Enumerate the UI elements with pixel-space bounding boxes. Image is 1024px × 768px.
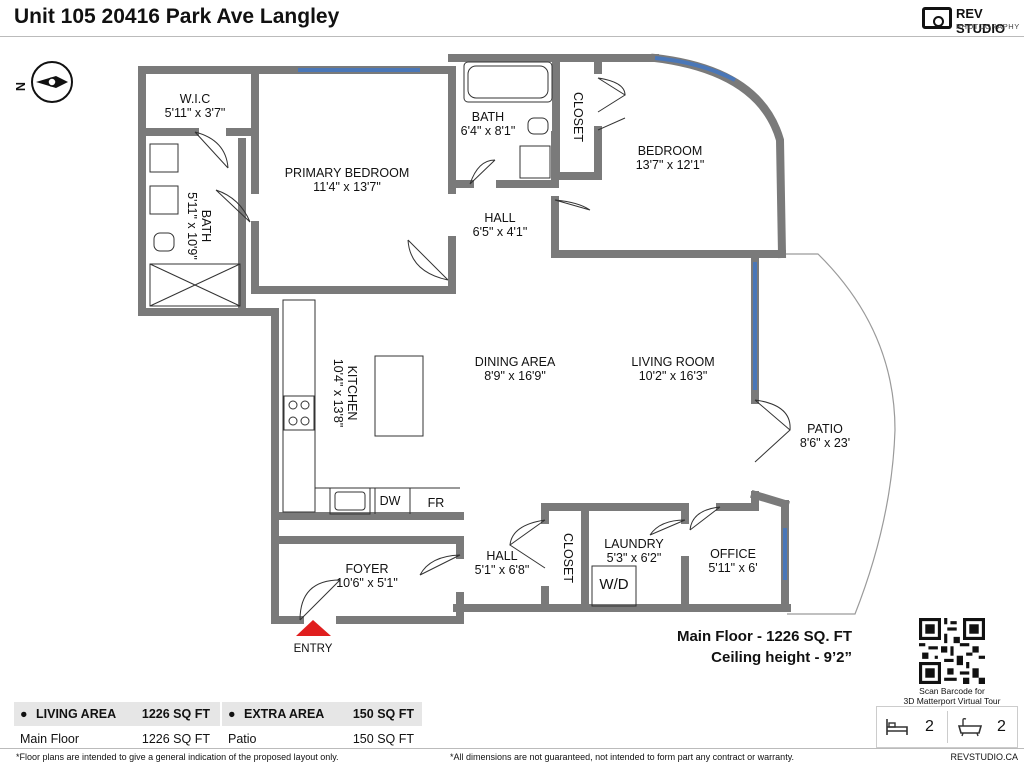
room-size-kitchen: 10'4" x 13'8" [331,359,345,428]
qr-code-icon[interactable] [919,618,985,684]
extra-area-header: ● EXTRA AREA 150 SQ FT [222,702,422,726]
bullet-icon: ● [228,707,236,721]
doors [194,77,791,621]
extra-area-value: 150 SQ FT [352,707,414,721]
room-name-office: OFFICE [710,547,756,561]
row-label: Main Floor [20,732,80,746]
room-name-wic: W.I.C [180,92,211,106]
room-size-bedroom: 13'7" x 12'1" [636,158,705,172]
room-name-hall-bottom: HALL [486,549,517,563]
fixture-outlines [149,61,637,607]
entry-arrow-icon [296,620,331,636]
row-value: 150 SQ FT [352,732,414,746]
room-size-wic: 5'11" x 3'7" [165,106,226,120]
footer-disclaimer-dimensions: *All dimensions are not guaranteed, not … [450,752,795,762]
page-title: Unit 105 20416 Park Ave Langley [14,5,340,28]
qr-caption-line1: Scan Barcode for [919,686,985,696]
extra-area-table: ● EXTRA AREA 150 SQ FT Patio 150 SQ FT [222,702,422,750]
header-divider [0,36,1024,37]
room-name-foyer: FOYER [345,562,388,576]
table-row: Main Floor 1226 SQ FT [14,727,220,751]
ceiling-height: Ceiling height - 9’2” [711,649,852,666]
counts-divider [947,711,948,743]
living-area-label: LIVING AREA [36,707,117,721]
extra-area-label: EXTRA AREA [244,707,325,721]
room-size-primary-bedroom: 11'4" x 13'7" [313,180,381,194]
main-floor-area: Main Floor - 1226 SQ. FT [676,628,852,645]
row-value: 1226 SQ FT [141,732,210,746]
room-name-bath-left: BATH [199,210,213,242]
room-size-hall-bottom: 5'1" x 6'8" [475,563,530,577]
brand-logo: REV STUDIO PHOTOGRAPHY [922,5,1020,36]
room-name-patio: PATIO [807,422,843,436]
bedroom-count: 2 [925,718,934,735]
living-area-value: 1226 SQ FT [141,707,210,721]
windows [298,56,787,580]
room-size-office: 5'11" x 6' [708,561,757,575]
floor-summary: Main Floor - 1226 SQ. FT Ceiling height … [677,626,852,668]
room-size-hall-top: 6'5" x 4'1" [473,225,528,239]
bathroom-count: 2 [997,718,1006,735]
room-size-bath-top: 6'4" x 8'1" [461,124,516,138]
room-size-bath-left: 5'11" x 10'9" [185,192,199,260]
fixture-washer-dryer: W/D [599,576,628,593]
compass-letter: N [13,82,27,91]
footer-divider [0,748,1024,749]
living-area-header: ● LIVING AREA 1226 SQ FT [14,702,220,726]
walls [138,53,791,624]
room-size-patio: 8'6" x 23' [800,436,850,450]
room-name-bath-top: BATH [472,110,504,124]
footer-disclaimer-layout: *Floor plans are intended to give a gene… [16,752,339,762]
room-counts: 2 2 [876,706,1018,748]
fixture-dishwasher: DW [380,494,401,508]
bullet-icon: ● [20,707,28,721]
bathtub-icon [957,717,983,737]
room-name-closet-top: CLOSET [571,92,585,142]
room-name-living: LIVING ROOM [631,355,714,369]
room-size-foyer: 10'6" x 5'1" [336,576,398,590]
room-name-kitchen: KITCHEN [345,366,359,421]
room-name-laundry: LAUNDRY [604,537,664,551]
compass-icon: N [13,61,73,103]
brand-subtitle: PHOTOGRAPHY [956,22,1020,31]
room-name-hall-top: HALL [484,211,515,225]
table-row: Patio 150 SQ FT [222,727,422,751]
footer-website: REVSTUDIO.CA [950,752,1018,762]
lens-icon [933,16,944,27]
room-size-dining: 8'9" x 16'9" [484,369,546,383]
room-name-primary-bedroom: PRIMARY BEDROOM [285,166,410,180]
living-area-table: ● LIVING AREA 1226 SQ FT Main Floor 1226… [14,702,220,750]
room-name-closet-bottom: CLOSET [561,533,575,583]
bed-icon [886,719,908,735]
entry-label: ENTRY [294,643,333,655]
row-label: Patio [228,732,257,746]
room-name-dining: DINING AREA [475,355,556,369]
qr-caption-line2: 3D Matterport Virtual Tour [903,696,1001,706]
room-size-living: 10'2" x 16'3" [639,369,708,383]
brand-name: REV STUDIO [956,6,1006,36]
room-name-bedroom: BEDROOM [638,144,703,158]
patio-outline [757,253,896,615]
room-size-laundry: 5'3" x 6'2" [607,551,662,565]
fixture-fridge: FR [428,496,445,510]
camera-icon [922,7,952,29]
qr-caption: Scan Barcode for 3D Matterport Virtual T… [890,686,1014,706]
